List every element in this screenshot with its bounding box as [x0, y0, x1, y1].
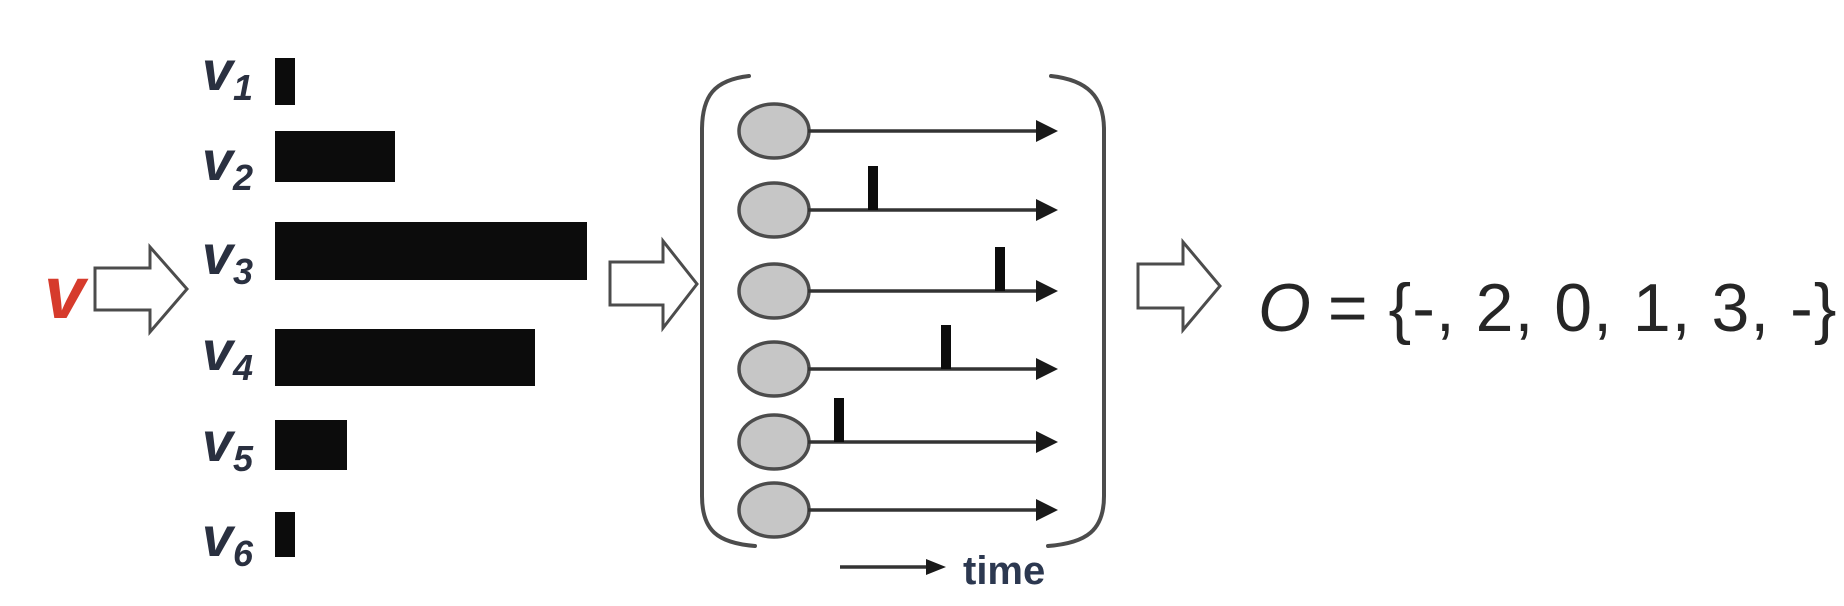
block-arrow-3-icon: [1136, 237, 1222, 335]
neuron-3-arrowhead-icon: [1036, 280, 1058, 302]
bar-label-v1-sub: 1: [233, 67, 253, 108]
bar-label-v5-sub: 5: [233, 438, 254, 479]
neuron-5-arrowhead-icon: [1036, 431, 1058, 453]
neuron-2-spike: [868, 166, 878, 210]
neuron-5-spike: [834, 398, 844, 442]
bar-v1: [275, 58, 295, 105]
bar-v2: [275, 131, 395, 182]
neuron-4: [737, 340, 811, 398]
bar-label-v5-main: v: [202, 410, 236, 473]
right-bracket: [1046, 74, 1106, 548]
output-equation: O= {-, 2, 0, 1, 3, -}: [1258, 270, 1837, 346]
bar-label-v1: v1: [202, 39, 253, 108]
neuron-2: [737, 181, 811, 239]
bar-label-v4-sub: 4: [232, 347, 253, 388]
neuron-4-arrowhead-icon: [1036, 358, 1058, 380]
bar-label-v1-main: v: [202, 39, 236, 102]
neuron-3: [737, 262, 811, 320]
bar-label-v6-sub: 6: [233, 533, 254, 574]
bar-v5: [275, 420, 347, 470]
time-axis-label: time: [963, 549, 1045, 593]
bar-v4: [275, 329, 535, 386]
left-bracket: [700, 74, 757, 548]
bar-label-v3-sub: 3: [233, 251, 253, 292]
neuron-2-arrowhead-icon: [1036, 199, 1058, 221]
block-arrow-2-icon: [608, 236, 699, 333]
bar-label-v2-main: v: [202, 129, 236, 192]
neuron-6-arrowhead-icon: [1036, 499, 1058, 521]
neuron-5: [737, 413, 811, 471]
bar-label-v6-main: v: [202, 505, 236, 568]
bar-v3: [275, 222, 587, 280]
bar-v6: [275, 512, 295, 557]
neuron-1: [737, 102, 811, 160]
neuron-6: [737, 481, 811, 539]
bar-label-v4: v4: [202, 319, 253, 388]
bar-label-v3: v3: [202, 223, 253, 292]
block-arrow-1-icon: [93, 243, 189, 337]
neuron-1-arrowhead-icon: [1036, 120, 1058, 142]
output-set-text: = {-, 2, 0, 1, 3, -}: [1328, 270, 1838, 346]
input-vector-label: v: [44, 251, 89, 334]
bar-label-v2-sub: 2: [232, 157, 253, 198]
output-variable: O: [1258, 270, 1312, 346]
bar-label-v3-main: v: [202, 223, 236, 286]
bar-label-v6: v6: [202, 505, 254, 574]
neuron-3-spike: [995, 247, 1005, 291]
bar-label-v4-main: v: [202, 319, 236, 382]
neuron-4-spike: [941, 325, 951, 369]
time-axis-arrowhead-icon: [926, 559, 946, 575]
bar-label-v2: v2: [202, 129, 253, 198]
bar-label-v5: v5: [202, 410, 254, 479]
